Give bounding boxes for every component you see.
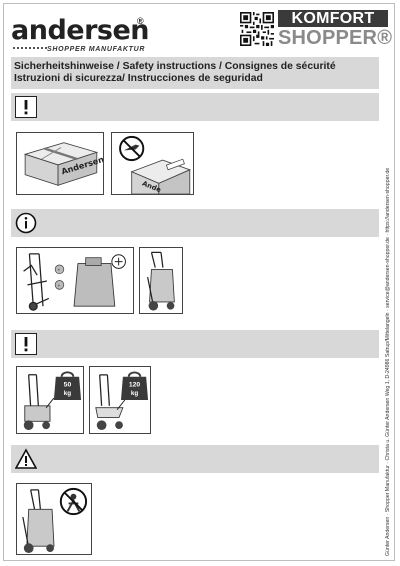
frame-assembly-illustration: + +	[16, 247, 134, 314]
product-name-shopper: SHOPPER®	[278, 27, 393, 49]
svg-text:120: 120	[129, 381, 141, 388]
section-1-header	[11, 93, 379, 121]
weight-50kg-label: 50	[64, 381, 72, 388]
exclamation-icon	[15, 333, 37, 355]
qr-code-icon[interactable]	[240, 12, 274, 46]
section-2-body: + +	[11, 237, 379, 327]
exclamation-icon	[15, 96, 37, 118]
svg-text:kg: kg	[64, 390, 72, 397]
svg-text:+: +	[58, 284, 61, 289]
svg-text:+: +	[58, 268, 61, 273]
title-line-2: Istruzioni di sicurezza/ Instrucciones d…	[14, 73, 263, 84]
title-bar: Sicherheitshinweise / Safety instruction…	[11, 57, 379, 89]
warning-triangle-icon	[15, 448, 37, 470]
title-line-1: Sicherheitshinweise / Safety instruction…	[14, 61, 336, 72]
svg-text:kg: kg	[131, 390, 138, 397]
brand-name: andersen	[11, 15, 150, 46]
andersen-logo: andersen ® SHOPPER MANUFAKTUR	[11, 15, 161, 61]
instruction-page: andersen ® SHOPPER MANUFAKTUR KOMFORT SH…	[3, 3, 395, 561]
info-icon	[15, 212, 37, 234]
registered-mark: ®	[137, 16, 144, 26]
load-limit-50kg-illustration: 50 kg	[16, 366, 84, 434]
company-address-text: Günter Andersen · Shopper Manufaktur · C…	[385, 167, 391, 556]
load-limit-120kg-illustration: 120 kg	[89, 366, 151, 434]
section-3-header	[11, 330, 379, 358]
section-3-body: 50 kg 120 kg	[11, 358, 379, 442]
logo-dots	[13, 47, 47, 49]
no-child-riding-illustration	[16, 483, 92, 555]
no-knife-illustration: Ande	[111, 132, 194, 195]
section-2-header	[11, 209, 379, 237]
section-4-header	[11, 445, 379, 473]
assembled-trolley-illustration	[139, 247, 183, 314]
section-1-body: Andersen Ande	[11, 121, 379, 205]
section-4-body	[11, 473, 379, 559]
product-name-komfort: KOMFORT	[278, 10, 388, 27]
brand-tagline: SHOPPER MANUFAKTUR	[47, 46, 146, 53]
packaged-box-illustration: Andersen	[16, 132, 104, 195]
